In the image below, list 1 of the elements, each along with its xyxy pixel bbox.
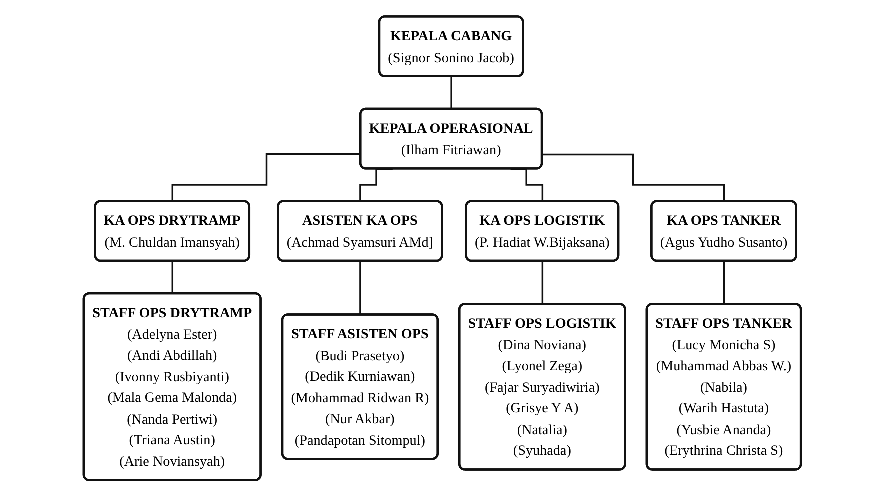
- connector: [172, 260, 174, 295]
